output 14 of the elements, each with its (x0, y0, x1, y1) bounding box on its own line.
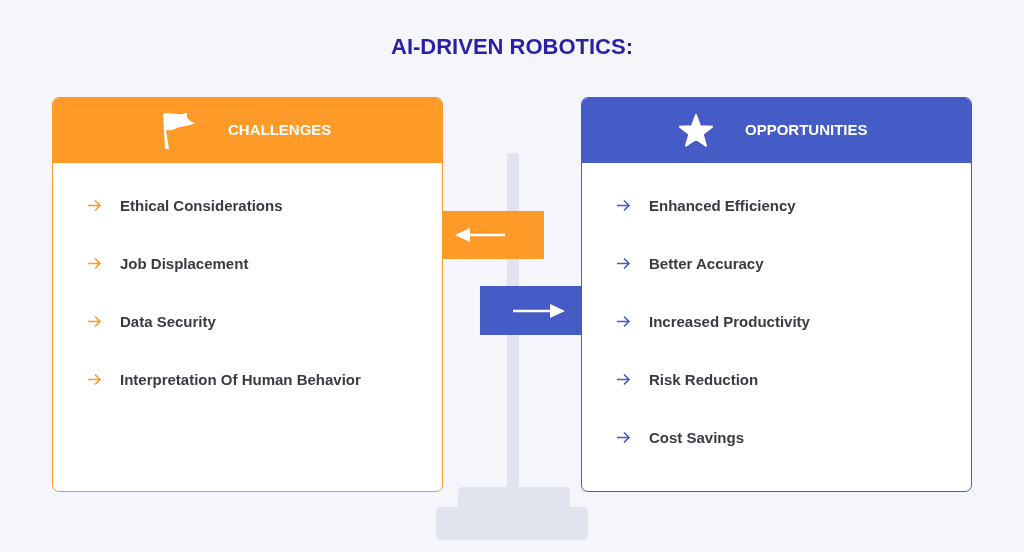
card-heading: OPPORTUNITIES (745, 121, 868, 138)
list-item: Risk Reduction (649, 371, 759, 388)
list-item: Ethical Considerations (120, 197, 283, 214)
card-heading: CHALLENGES (228, 121, 332, 138)
list-item: Increased Productivity (649, 313, 810, 330)
list-item: Better Accuracy (649, 255, 764, 272)
list-item: Job Displacement (120, 255, 249, 272)
list-item: Cost Savings (649, 429, 745, 446)
list-item: Interpretation Of Human Behavior (120, 371, 361, 388)
card (52, 97, 443, 492)
list-item: Data Security (120, 313, 216, 330)
list-item: Enhanced Efficiency (649, 197, 796, 214)
title: AI-DRIVEN ROBOTICS: (390, 34, 634, 60)
card (581, 97, 972, 492)
